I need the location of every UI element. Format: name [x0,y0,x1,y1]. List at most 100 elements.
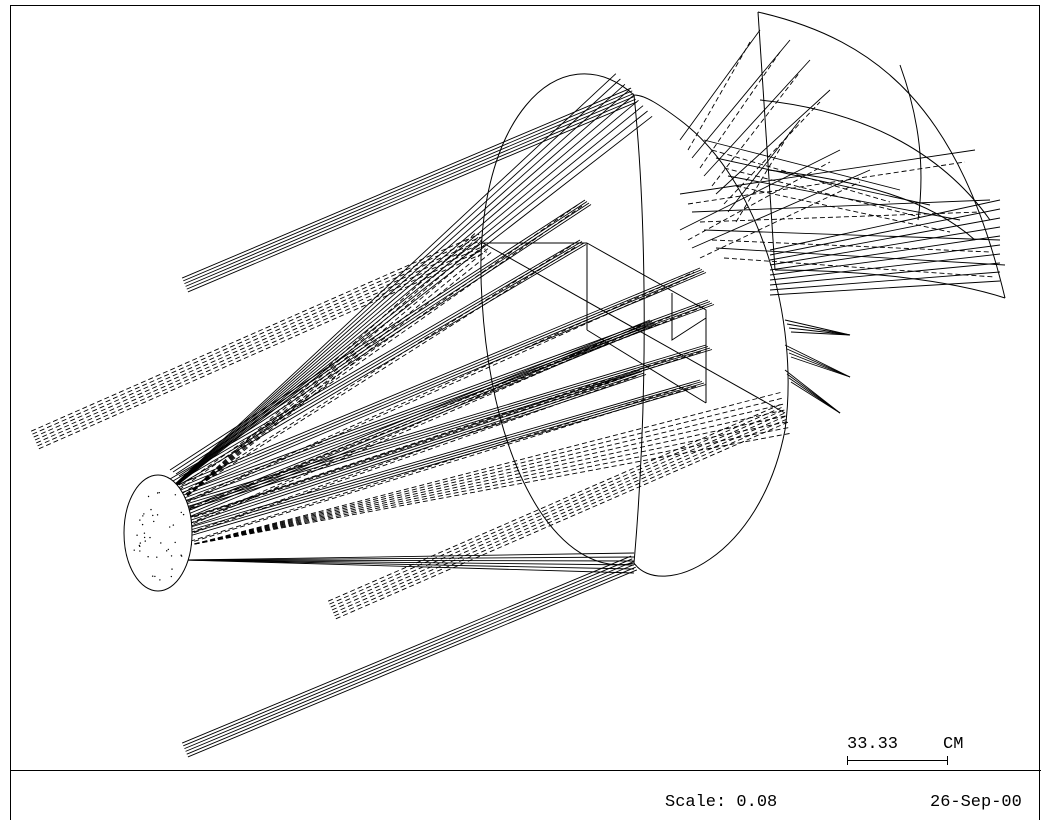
ray-fan [169,319,651,516]
ray-incoming-upper [186,98,636,290]
ray-fan [175,202,590,475]
ray-fan-dashed [178,245,578,499]
hit-dot [170,555,173,557]
ray-reflector-out [769,280,1001,296]
ray-fan [178,244,587,486]
ray-fan [172,201,588,473]
ray-to-detector-dashed [169,248,489,511]
back-reflector [757,11,1006,299]
ray-fan-dashed [178,375,638,539]
ray-fan-dashed [174,323,645,531]
ray-to-reflector [679,149,841,231]
ray-spike [784,344,851,378]
ray-to-detector-dashed [189,397,782,546]
ray-spike [786,348,851,378]
ray-to-reflector-dashed [699,211,981,223]
ray-reflector-out [769,226,1001,266]
hit-dot [136,534,138,536]
ray-to-reflector-dashed [735,185,951,233]
ray-to-reflector-dashed [723,257,996,278]
ray-to-reflector [703,229,1001,241]
ray-fan-dashed [174,271,695,507]
ray-to-reflector-dashed [723,167,921,218]
ray-reflector-out [769,217,1001,261]
ray-incoming-upper [181,87,632,279]
scale-label: Scale: 0.08 [665,793,777,812]
ray-incoming-dashed-upper [30,233,480,432]
ray-fan-dashed [178,273,698,507]
ray-to-detector [184,559,634,574]
ray-fan-dashed [174,243,575,499]
ray-to-detector-dashed [189,433,790,546]
ray-to-reflector-dashed [711,149,891,203]
ray-incoming-dashed-upper [36,245,485,444]
hit-dot [182,513,185,516]
ray-to-detector-dashed [189,403,784,546]
ray-to-detector-dashed [169,244,485,511]
ray-incoming-upper [183,90,633,282]
hit-dot [150,508,152,511]
ray-incoming-lower [183,558,633,747]
ray-fan [172,381,703,536]
ray-fan [175,347,711,511]
hit-dot [156,492,159,494]
ray-spike [790,381,841,414]
ray-to-reflector [679,29,761,141]
ray-incoming-dashed-lower [335,421,790,620]
ray-to-detector-dashed [169,252,492,511]
hit-dot [139,545,141,548]
ray-incoming-lower [185,563,635,752]
ray-fan [172,321,653,518]
ray-to-detector [157,110,648,501]
ray-incoming-dashed-upper [32,236,481,435]
ray-to-detector-dashed [169,233,476,511]
ray-reflector-out [769,253,1001,281]
ray-incoming-upper [185,95,635,287]
ray-fan-dashed [178,350,704,523]
ray-to-detector [184,552,635,561]
ray-spike [788,327,851,336]
ray-fan-dashed [178,305,706,515]
ray-spike [788,352,851,378]
detector-disk [123,474,193,592]
ray-to-reflector-dashed [687,41,751,151]
dashed-rays [30,41,996,620]
ray-to-detector [157,94,635,501]
scale-bar-value: 33.33 [847,735,898,754]
ray-incoming-lower [186,566,636,755]
ray-spike [790,356,851,378]
ray-fan [175,322,655,520]
hit-dot [160,542,162,544]
mirror-seam-line [633,94,645,564]
ray-to-detector [157,73,617,501]
hit-dot [149,536,151,539]
ray-incoming-dashed-upper [33,239,482,438]
ray-fan [169,379,701,534]
hit-dot [147,495,150,498]
ray-to-reflector-dashed [735,131,791,223]
hit-dot [143,532,146,534]
hit-dot [167,548,170,551]
hit-dot [133,549,135,551]
ray-to-detector-dashed [189,415,786,546]
ray-to-reflector-dashed [711,239,991,253]
ray-fan [172,241,583,482]
ray-to-detector [157,89,630,501]
ray-incoming-dashed-upper [38,251,488,450]
hit-dot [153,520,155,523]
hit-dot [180,511,182,514]
hit-dot [171,568,173,570]
ray-to-detector [157,105,644,501]
ray-fan-dashed [174,373,635,539]
ray-reflector-out [769,208,1001,256]
date-label: 26-Sep-00 [930,793,1022,812]
ray-fan-dashed [178,385,698,547]
plot-border [10,5,1040,820]
ray-reflector-out [769,199,1001,251]
ray-fan-dashed [174,203,580,491]
ray-to-detector-dashed [189,421,788,546]
ray-to-reflector [715,89,831,195]
scale-bar: 33.33 CM [847,735,963,765]
ray-fan [175,372,645,529]
ray-to-reflector-dashed [699,181,861,259]
